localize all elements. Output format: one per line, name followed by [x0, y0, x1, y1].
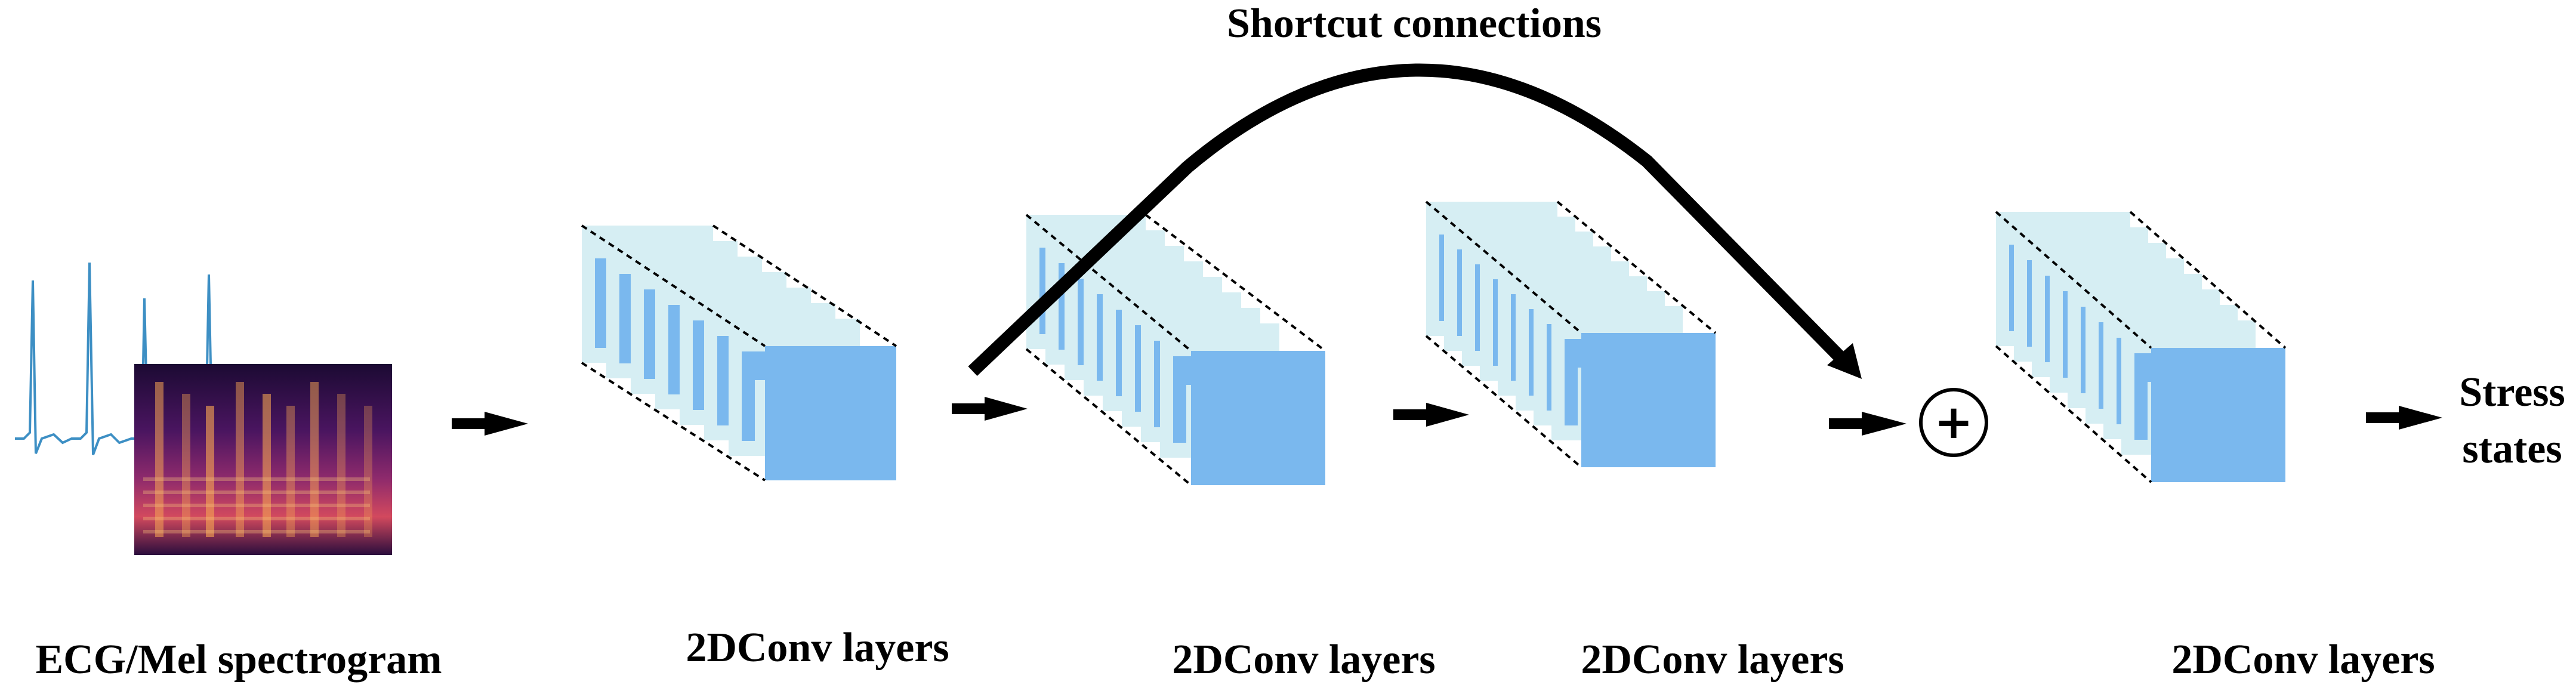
depth-guide-line — [2129, 211, 2287, 349]
shortcut-label: Shortcut connections — [1227, 1, 1602, 47]
add-operation-icon: + — [1919, 388, 1988, 457]
depth-guide-line — [1556, 200, 1717, 334]
spectrogram-harmonic-band — [155, 382, 163, 537]
front-feature-map — [1581, 333, 1716, 467]
depth-guide-line — [1025, 214, 1192, 352]
arrow-block2-to-block3 — [1393, 403, 1469, 427]
add-symbol: + — [1934, 396, 1973, 449]
spectrogram-harmonic-band — [236, 382, 244, 537]
front-feature-map — [765, 346, 896, 480]
spectrogram-harmonic-band — [182, 394, 190, 537]
spectrogram-harmonic-band — [364, 406, 372, 537]
feature-map-edge — [742, 351, 755, 441]
spectrogram-formant-line — [143, 504, 370, 507]
depth-guide-line — [1995, 211, 2152, 349]
spectrogram-formant-line — [143, 477, 370, 481]
arrow-block1-to-block2 — [952, 397, 1028, 421]
feature-map-edge — [2134, 353, 2148, 440]
feature-map-edge — [1565, 339, 1578, 425]
spectrogram-formant-line — [143, 517, 370, 520]
block-2-label: 2DConv layers — [1172, 637, 1435, 683]
spectrogram-formant-line — [143, 491, 370, 494]
spectrogram-formant-line — [143, 530, 370, 533]
front-feature-map — [2151, 348, 2285, 482]
feature-map-edge — [644, 289, 657, 379]
spectrogram-harmonic-band — [286, 406, 295, 537]
front-feature-map — [1191, 351, 1325, 485]
feature-map-edge — [595, 258, 608, 348]
conv-layer-stack-2 — [1025, 214, 1326, 486]
spectrogram-harmonic-band — [206, 406, 214, 537]
output-label-line2: states — [2462, 426, 2562, 472]
block-1-label: 2DConv layers — [686, 625, 949, 671]
depth-guide-line — [1995, 345, 2152, 483]
shortcut-connection-arrow — [968, 63, 1862, 379]
depth-guide-line — [1144, 214, 1326, 352]
arrow-block4-to-output — [2366, 406, 2442, 430]
conv-layer-stack-3 — [1425, 200, 1717, 468]
arrow-block3-to-add — [1829, 412, 1906, 436]
conv-layer-stack-4 — [1995, 211, 2287, 483]
feature-map-edge — [619, 274, 633, 363]
feature-map-edge — [693, 320, 706, 410]
spectrogram-harmonic-band — [337, 394, 345, 537]
depth-guide-line — [581, 362, 766, 482]
feature-map-edge — [1173, 356, 1186, 443]
input-label: ECG/Mel spectrogram — [35, 637, 442, 683]
block-3-label: 2DConv layers — [1581, 637, 1844, 683]
depth-guide-line — [1025, 348, 1192, 486]
output-label-line1: Stress — [2459, 369, 2565, 415]
depth-guide-line — [1425, 200, 1582, 334]
feature-map-edge — [717, 336, 730, 425]
mel-spectrogram-image — [134, 364, 392, 555]
depth-guide-line — [581, 224, 766, 347]
arrow-input-to-block1 — [452, 412, 528, 436]
spectrogram-harmonic-band — [310, 382, 319, 537]
conv-layer-stack-1 — [581, 224, 897, 482]
depth-guide-line — [712, 224, 897, 347]
spectrogram-harmonic-band — [263, 394, 271, 537]
depth-guide-line — [1425, 335, 1582, 468]
feature-map-edge — [668, 305, 681, 394]
block-4-label: 2DConv layers — [2171, 637, 2435, 683]
